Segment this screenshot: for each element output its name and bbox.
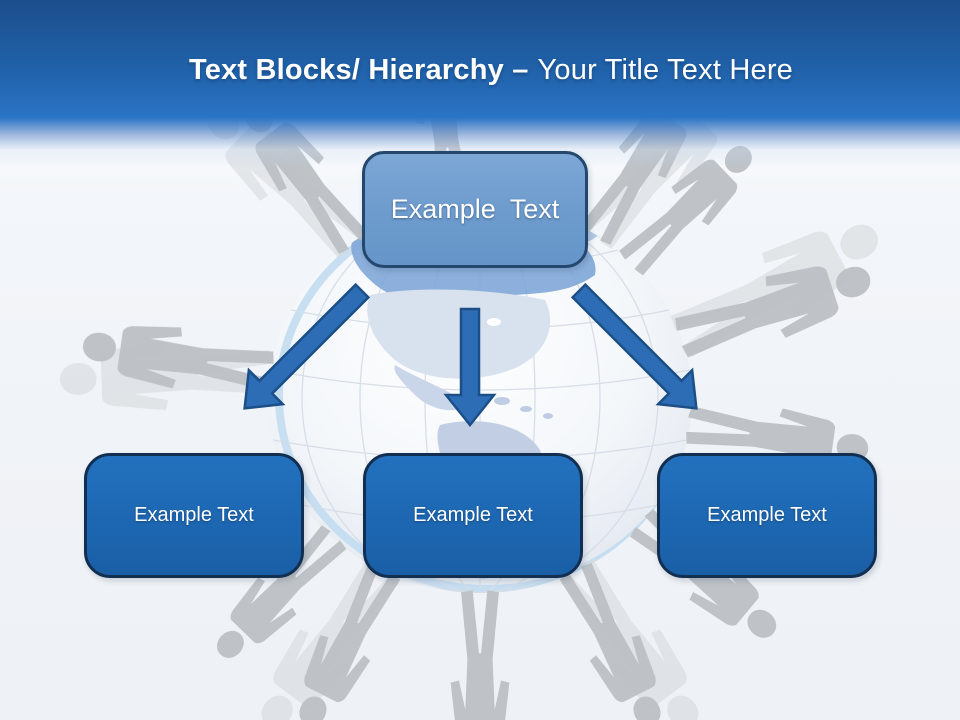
hierarchy-child-label: Example Text: [707, 504, 827, 526]
hierarchy-arrows: [243, 282, 698, 428]
arrow-down-icon: [443, 307, 497, 428]
business-person-silhouette: [450, 590, 510, 720]
slide-title[interactable]: Text Blocks/ Hierarchy –Your Title Text …: [0, 50, 960, 90]
arrow-down-right-icon: [570, 282, 698, 410]
slide-title-bold: Text Blocks/ Hierarchy –: [188, 54, 529, 86]
hierarchy-child-label: Example Text: [413, 504, 533, 526]
arrow-down-left-icon: [243, 282, 371, 410]
hierarchy-child-box-2[interactable]: Example Text: [363, 453, 583, 578]
hierarchy-root-box[interactable]: Example Text: [362, 151, 588, 268]
hierarchy-child-box-3[interactable]: Example Text: [657, 453, 877, 578]
person-shadow: [189, 89, 376, 268]
hierarchy-child-box-1[interactable]: Example Text: [84, 453, 304, 578]
slide-title-light: Your Title Text Here: [537, 54, 794, 86]
hierarchy-child-label: Example Text: [134, 504, 254, 526]
hierarchy-root-label: Example Text: [390, 194, 560, 224]
